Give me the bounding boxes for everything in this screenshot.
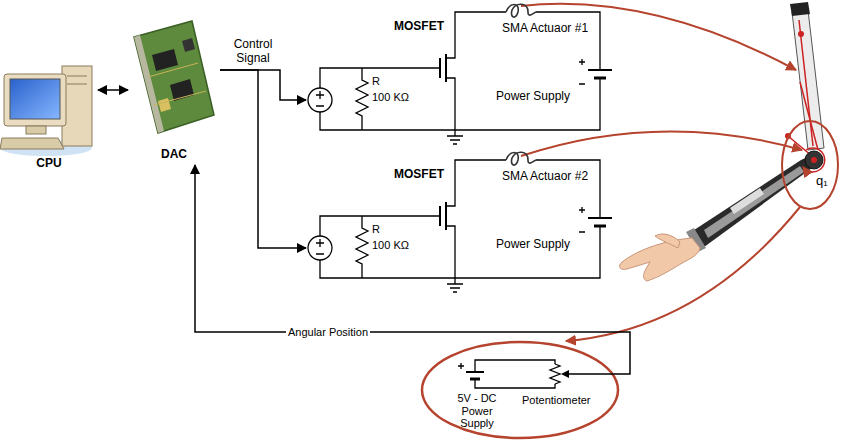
forearm-part bbox=[730, 188, 764, 214]
wiper-wire bbox=[568, 373, 620, 374]
connector bbox=[220, 70, 306, 248]
actuator-wire bbox=[799, 20, 813, 146]
keyboard bbox=[0, 138, 64, 149]
connector bbox=[195, 165, 630, 374]
signal-label: Angular Position bbox=[286, 326, 370, 339]
voltage-source bbox=[308, 88, 332, 112]
connector bbox=[98, 89, 128, 91]
ground-symbol bbox=[447, 278, 463, 292]
connector bbox=[220, 70, 306, 100]
sma-coil bbox=[506, 4, 536, 17]
wire bbox=[446, 12, 600, 130]
monitor bbox=[4, 74, 66, 126]
potentiometer-symbol bbox=[550, 364, 560, 384]
trace bbox=[148, 63, 198, 77]
supply-label: Power Supply bbox=[496, 238, 570, 252]
supply-label: Power Supply bbox=[496, 90, 570, 104]
resistor-value: 100 KΩ bbox=[372, 91, 409, 104]
hand bbox=[620, 238, 700, 281]
joint-axis bbox=[811, 157, 817, 163]
potentiometer-circuit: 5V - DC Power Supply Potentiometer bbox=[420, 340, 620, 440]
chip bbox=[182, 38, 195, 52]
dac-board: DAC bbox=[128, 15, 220, 165]
voltage-source bbox=[308, 236, 332, 260]
resistor-label: R bbox=[372, 75, 380, 88]
device-label: CPU bbox=[0, 157, 98, 171]
polarity-marks bbox=[316, 91, 324, 106]
device-label: DAC bbox=[128, 148, 220, 162]
chip bbox=[152, 49, 178, 71]
leader-line bbox=[521, 4, 796, 70]
mosfet-channel bbox=[445, 202, 447, 230]
resistor-value: 100 KΩ bbox=[372, 239, 409, 252]
trace bbox=[154, 91, 206, 105]
actuator-wire bbox=[800, 82, 818, 150]
resistor-symbol bbox=[356, 68, 368, 130]
signal-label: Control Signal bbox=[224, 38, 282, 66]
component-label: MOSFET bbox=[394, 168, 444, 182]
wire bbox=[475, 360, 555, 388]
polarity-marks bbox=[458, 363, 464, 369]
dac-board-drawing bbox=[128, 15, 220, 165]
board-connector bbox=[134, 35, 164, 133]
polarity-marks bbox=[579, 59, 585, 84]
prosthetic-arm bbox=[620, 2, 838, 281]
mosfet-driver-wiring bbox=[308, 152, 612, 292]
sma-coil bbox=[506, 152, 536, 165]
elbow-joint bbox=[805, 151, 823, 169]
resistor-label: R bbox=[372, 223, 380, 236]
upper-arm-tube bbox=[792, 10, 824, 150]
screen bbox=[10, 79, 60, 119]
resistor-symbol bbox=[356, 216, 368, 278]
wire bbox=[320, 68, 440, 88]
circuit-board bbox=[134, 21, 214, 133]
highlight-ellipse bbox=[422, 342, 618, 438]
battery-plate bbox=[588, 217, 612, 219]
component-label: Potentiometer bbox=[522, 394, 590, 407]
tube-cap bbox=[790, 2, 810, 16]
wire bbox=[446, 160, 600, 278]
joint-highlight bbox=[782, 121, 838, 209]
leader-line bbox=[521, 131, 802, 156]
battery-plate bbox=[594, 77, 606, 80]
wire-anchor bbox=[798, 31, 804, 37]
polarity-marks bbox=[579, 207, 585, 232]
drive-slot bbox=[67, 84, 87, 85]
drive-slot bbox=[67, 76, 87, 77]
rotation-arrow bbox=[803, 148, 825, 172]
potentiometer-wiring bbox=[458, 360, 620, 388]
mosfet-gate bbox=[439, 206, 441, 226]
wire bbox=[320, 216, 440, 236]
mosfet-driver-wiring bbox=[308, 4, 612, 144]
wiper-arrow bbox=[561, 370, 569, 378]
supply-label: 5V - DC Power Supply bbox=[444, 392, 510, 430]
component-label: MOSFET bbox=[394, 20, 444, 34]
thumb bbox=[655, 234, 680, 248]
forearm-rail bbox=[704, 166, 804, 238]
mosfet-driver-circuit: MOSFET R 100 KΩ SMA Actuaor #2 Power Supply bbox=[306, 156, 616, 296]
ground-symbol bbox=[447, 130, 463, 144]
actuator-label: SMA Actuaor #1 bbox=[502, 22, 588, 36]
mosfet-driver-circuit: MOSFET R 100 KΩ SMA Actuaor #1 Power Supply bbox=[306, 8, 616, 148]
computer-icon: CPU bbox=[0, 60, 98, 175]
mosfet-channel bbox=[445, 54, 447, 82]
potentiometer-circuit-drawing bbox=[420, 340, 620, 440]
battery-plate bbox=[594, 225, 606, 228]
component bbox=[158, 98, 171, 112]
joint-angle-symbol: q₁ bbox=[816, 174, 828, 189]
actuator-label: SMA Actuaor #2 bbox=[502, 170, 588, 184]
leader-line bbox=[566, 207, 800, 341]
polarity-marks bbox=[316, 239, 324, 254]
battery-plate bbox=[588, 69, 612, 71]
mosfet-gate bbox=[439, 58, 441, 78]
monitor-stand bbox=[26, 126, 46, 134]
